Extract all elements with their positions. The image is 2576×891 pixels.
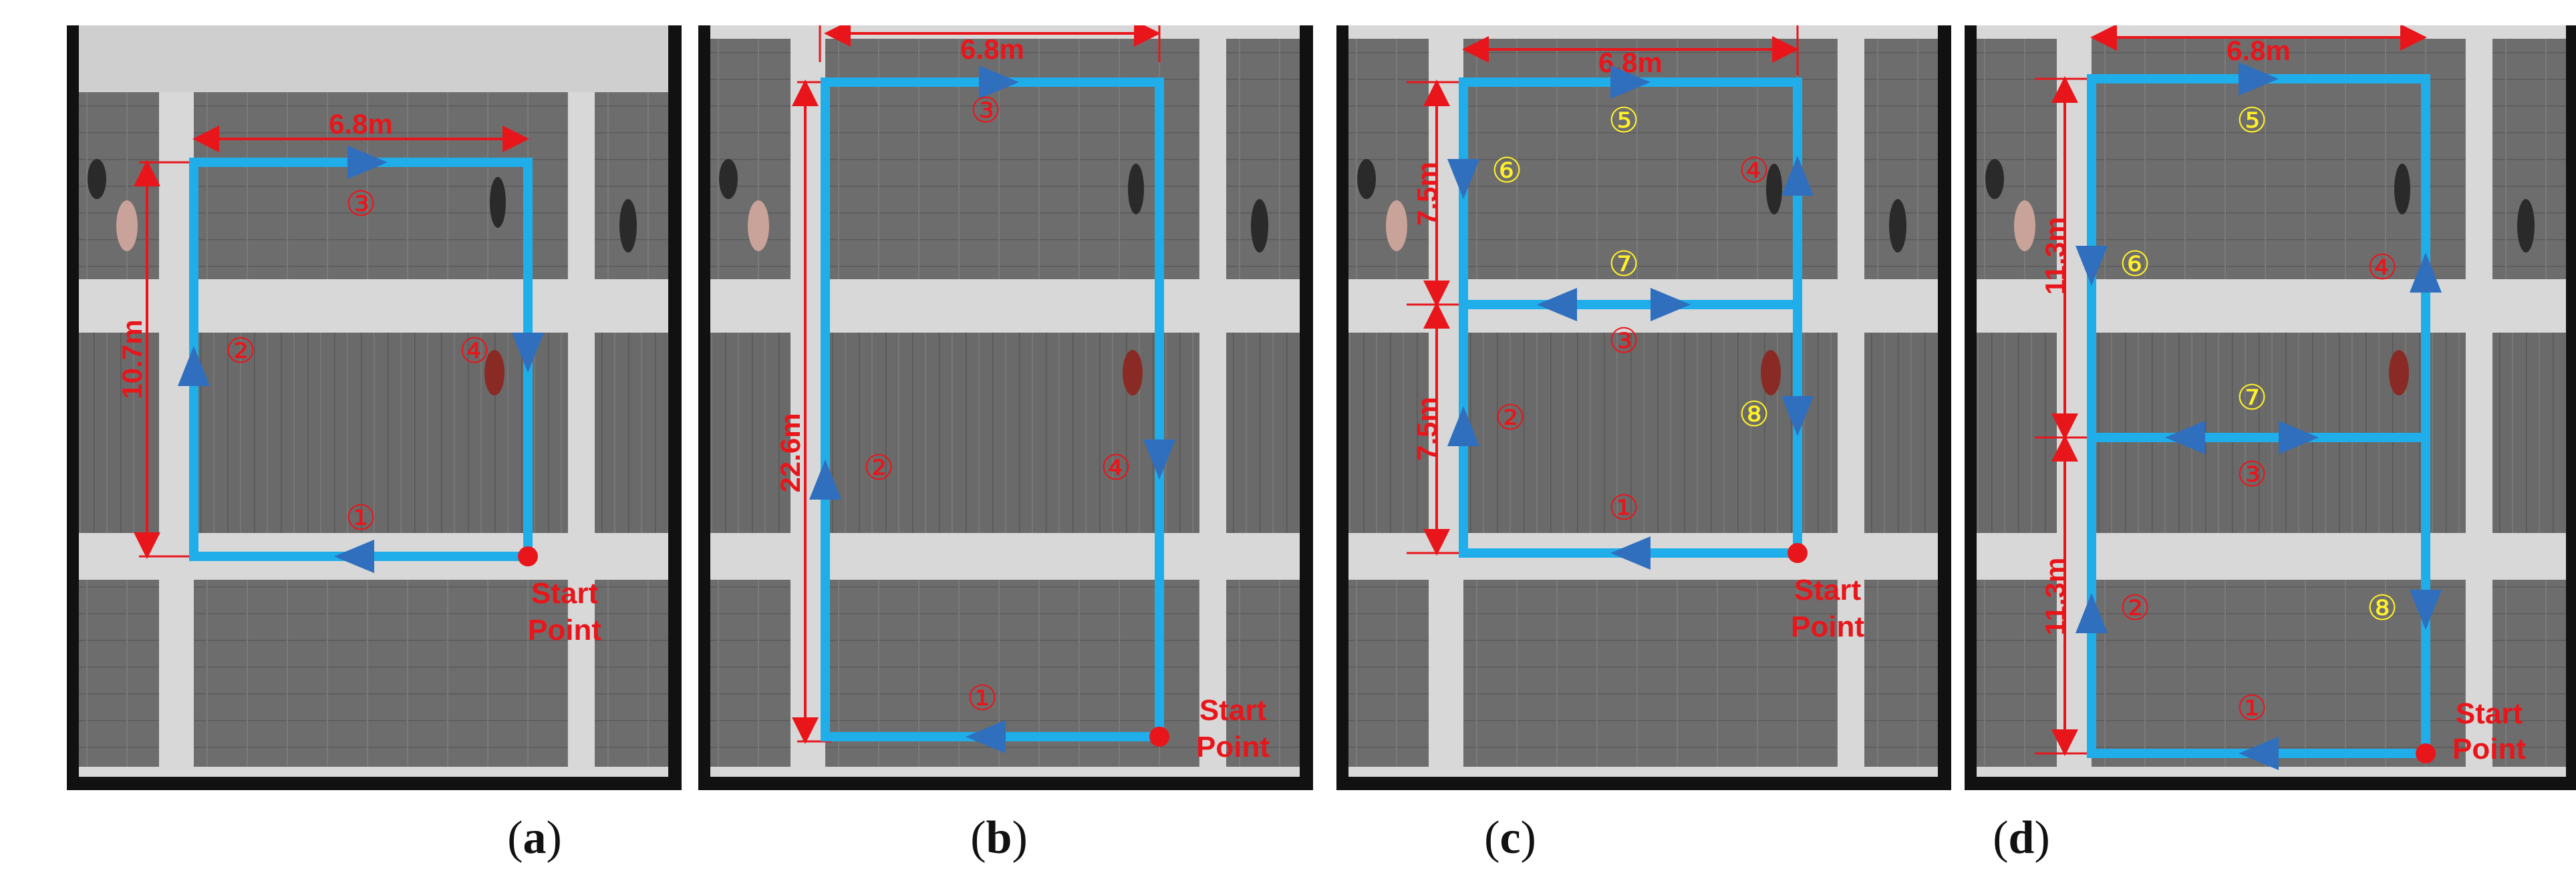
caption-d: (d) <box>1993 812 2050 864</box>
segment-label-4: ④ <box>2367 248 2398 288</box>
segment-label-1: ① <box>967 679 998 719</box>
height-label-upper: 11.3m <box>2039 217 2071 295</box>
arrow-left-icon <box>2239 62 2279 96</box>
segment-label-2: ② <box>225 331 257 371</box>
pedestrian-figures <box>88 159 637 395</box>
segment-label-8: ⑧ <box>2367 588 2398 629</box>
segment-label-2: ② <box>1495 398 1526 438</box>
panel-d: 6.8m 11.3m 11.3m ① ② ③ ④ ⑤ ⑥ ⑦ ⑧ Start P… <box>1965 25 2576 790</box>
height-label: 22.6m <box>774 413 806 492</box>
start-point-marker <box>518 546 538 566</box>
arrow-left-icon <box>1610 536 1651 570</box>
segment-label-5: ⑤ <box>1608 101 1640 141</box>
start-label-line2: Point <box>1196 731 1270 763</box>
arrow-down-icon <box>512 333 544 373</box>
height-label-lower: 7.5m <box>1411 397 1443 461</box>
deck-middle <box>194 333 568 533</box>
panel-c: 6.8m 7.5m 7.5m ① ② ③ ④ ⑤ ⑥ ⑦ ⑧ Start Poi… <box>1336 25 1951 790</box>
direction-arrows <box>1447 65 1814 570</box>
direction-arrows <box>2076 62 2442 770</box>
width-label: 6.8m <box>2227 35 2291 66</box>
start-point-marker <box>1149 727 1169 747</box>
walking-path <box>1459 77 1802 558</box>
start-point-marker <box>1787 543 1808 563</box>
arrow-left-icon <box>2239 737 2279 770</box>
panel-a-figure: 6.8m 10.7m ① ② ③ ④ Start Point <box>67 25 682 790</box>
caption-b: (b) <box>970 812 1028 864</box>
width-label: 6.8m <box>329 108 393 140</box>
arrow-down-icon <box>2076 246 2108 286</box>
arrow-right-icon <box>347 146 388 179</box>
width-label: 6.8m <box>960 33 1024 65</box>
pedestrian-figures <box>1357 159 1906 395</box>
height-label-upper: 7.5m <box>1411 162 1443 226</box>
pedestrian-figures <box>1985 159 2535 395</box>
start-label-line2: Point <box>528 614 601 647</box>
arrow-up-icon <box>809 460 841 500</box>
panel-d-figure: 6.8m 11.3m 11.3m ① ② ③ ④ ⑤ ⑥ ⑦ ⑧ Start P… <box>1965 25 2576 790</box>
segment-label-8: ⑧ <box>1739 395 1770 435</box>
start-label-line2: Point <box>1791 610 1864 643</box>
segment-label-3: ③ <box>345 184 377 224</box>
walking-path <box>2087 74 2430 758</box>
segment-label-4: ④ <box>1101 448 1132 488</box>
arrow-down-icon <box>1447 159 1479 199</box>
start-label-line1: Start <box>1794 574 1862 606</box>
caption-c: (c) <box>1484 812 1536 864</box>
segment-label-1: ① <box>345 498 377 538</box>
caption-a: (a) <box>507 812 562 864</box>
arrow-left-icon <box>966 720 1006 753</box>
arrow-right-icon <box>2279 421 2319 454</box>
start-label-line1: Start <box>531 577 599 610</box>
arrow-right-icon <box>1651 288 1691 321</box>
arrow-up-icon <box>178 346 210 386</box>
segment-label-1: ① <box>1608 488 1640 528</box>
panel-b: 6.8m 22.6m ① ② ③ ④ Start Point <box>698 25 1313 790</box>
segment-label-7: ⑦ <box>2237 378 2268 418</box>
segment-label-3: ③ <box>1608 321 1640 361</box>
arrow-left-icon <box>1610 65 1651 99</box>
start-label-line1: Start <box>1199 694 1267 727</box>
arrow-down-icon <box>2410 590 2442 630</box>
start-label-line1: Start <box>2456 697 2523 730</box>
walking-path <box>189 158 533 561</box>
segment-label-7: ⑦ <box>1608 244 1640 285</box>
arrow-up-icon <box>1447 406 1479 446</box>
arrow-down-icon <box>1143 439 1175 480</box>
segment-label-3: ③ <box>2237 455 2268 495</box>
segment-label-6: ⑥ <box>1491 151 1523 191</box>
arrow-left-icon <box>2165 421 2205 454</box>
start-label-line2: Point <box>2452 733 2526 765</box>
pedestrian-figures <box>719 159 1268 395</box>
panel-b-figure: 6.8m 22.6m ① ② ③ ④ Start Point <box>698 25 1313 790</box>
segment-label-6: ⑥ <box>2120 244 2151 285</box>
segment-label-2: ② <box>2120 588 2151 629</box>
segment-label-4: ④ <box>459 331 490 371</box>
arrow-up-icon <box>1781 156 1814 196</box>
arrow-right-icon <box>979 65 1019 99</box>
arrow-down-icon <box>1781 396 1814 436</box>
deck-upper <box>194 92 568 279</box>
arrow-up-icon <box>2410 252 2442 293</box>
segment-label-4: ④ <box>1739 151 1770 191</box>
panel-c-figure: 6.8m 7.5m 7.5m ① ② ③ ④ ⑤ ⑥ ⑦ ⑧ Start Poi… <box>1336 25 1951 790</box>
arrow-left-icon <box>334 540 374 573</box>
segment-label-3: ③ <box>970 91 1002 131</box>
height-label: 10.7m <box>116 319 148 399</box>
segment-label-5: ⑤ <box>2237 101 2268 141</box>
arrow-up-icon <box>2076 593 2108 633</box>
height-label-lower: 11.3m <box>2039 558 2071 636</box>
direction-arrows <box>178 146 544 573</box>
walking-path <box>821 77 1164 741</box>
start-point-marker <box>2416 743 2436 763</box>
deck-lower <box>194 580 568 767</box>
panel-a: 6.8m 10.7m ① ② ③ ④ Start Point <box>67 25 682 790</box>
direction-arrows <box>809 65 1175 753</box>
width-label: 6.8m <box>1598 47 1663 78</box>
arrow-left-icon <box>1537 288 1577 321</box>
segment-label-1: ① <box>2237 689 2268 729</box>
segment-label-2: ② <box>863 448 895 488</box>
